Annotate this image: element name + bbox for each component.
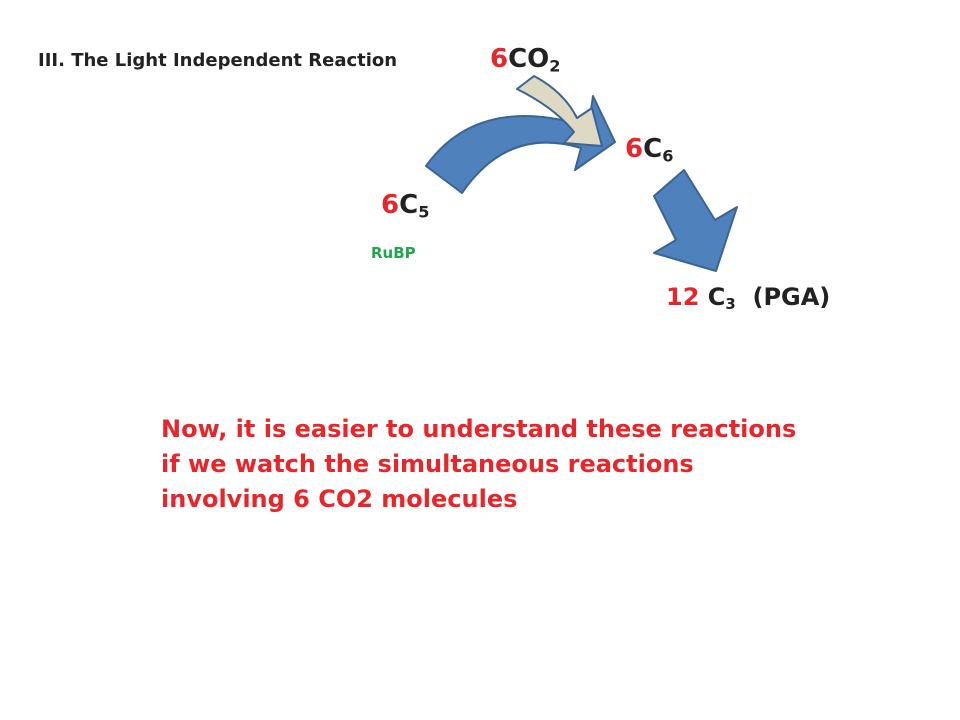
- pga-coefficient: 12: [666, 283, 700, 311]
- pga-label: 12 C3 (PGA): [666, 283, 830, 313]
- c6-label: 6C6: [625, 134, 673, 166]
- pga-subscript: 3: [725, 295, 736, 314]
- pga-name: (PGA): [752, 283, 831, 311]
- slide-title: III. The Light Independent Reaction: [38, 50, 398, 71]
- co2-subscript: 2: [549, 56, 561, 76]
- co2-arrow: [516, 75, 603, 147]
- explanation-note: Now, it is easier to understand these re…: [161, 415, 797, 513]
- c6-to-pga-arrow: [653, 169, 738, 272]
- co2-coefficient: 6: [490, 44, 509, 74]
- pga-formula: C: [707, 283, 726, 311]
- c6-formula: C: [643, 134, 663, 164]
- c5-formula: C: [399, 190, 419, 220]
- c6-subscript: 6: [662, 146, 674, 166]
- rubp-label: RuBP: [371, 244, 416, 262]
- co2-formula: CO: [508, 44, 550, 74]
- c5-to-c6-arrow: [425, 95, 616, 194]
- c5-subscript: 5: [418, 202, 430, 222]
- co2-label: 6CO2: [490, 44, 561, 76]
- c5-label: 6C5: [381, 190, 429, 222]
- c6-coefficient: 6: [625, 134, 644, 164]
- c5-coefficient: 6: [381, 190, 400, 220]
